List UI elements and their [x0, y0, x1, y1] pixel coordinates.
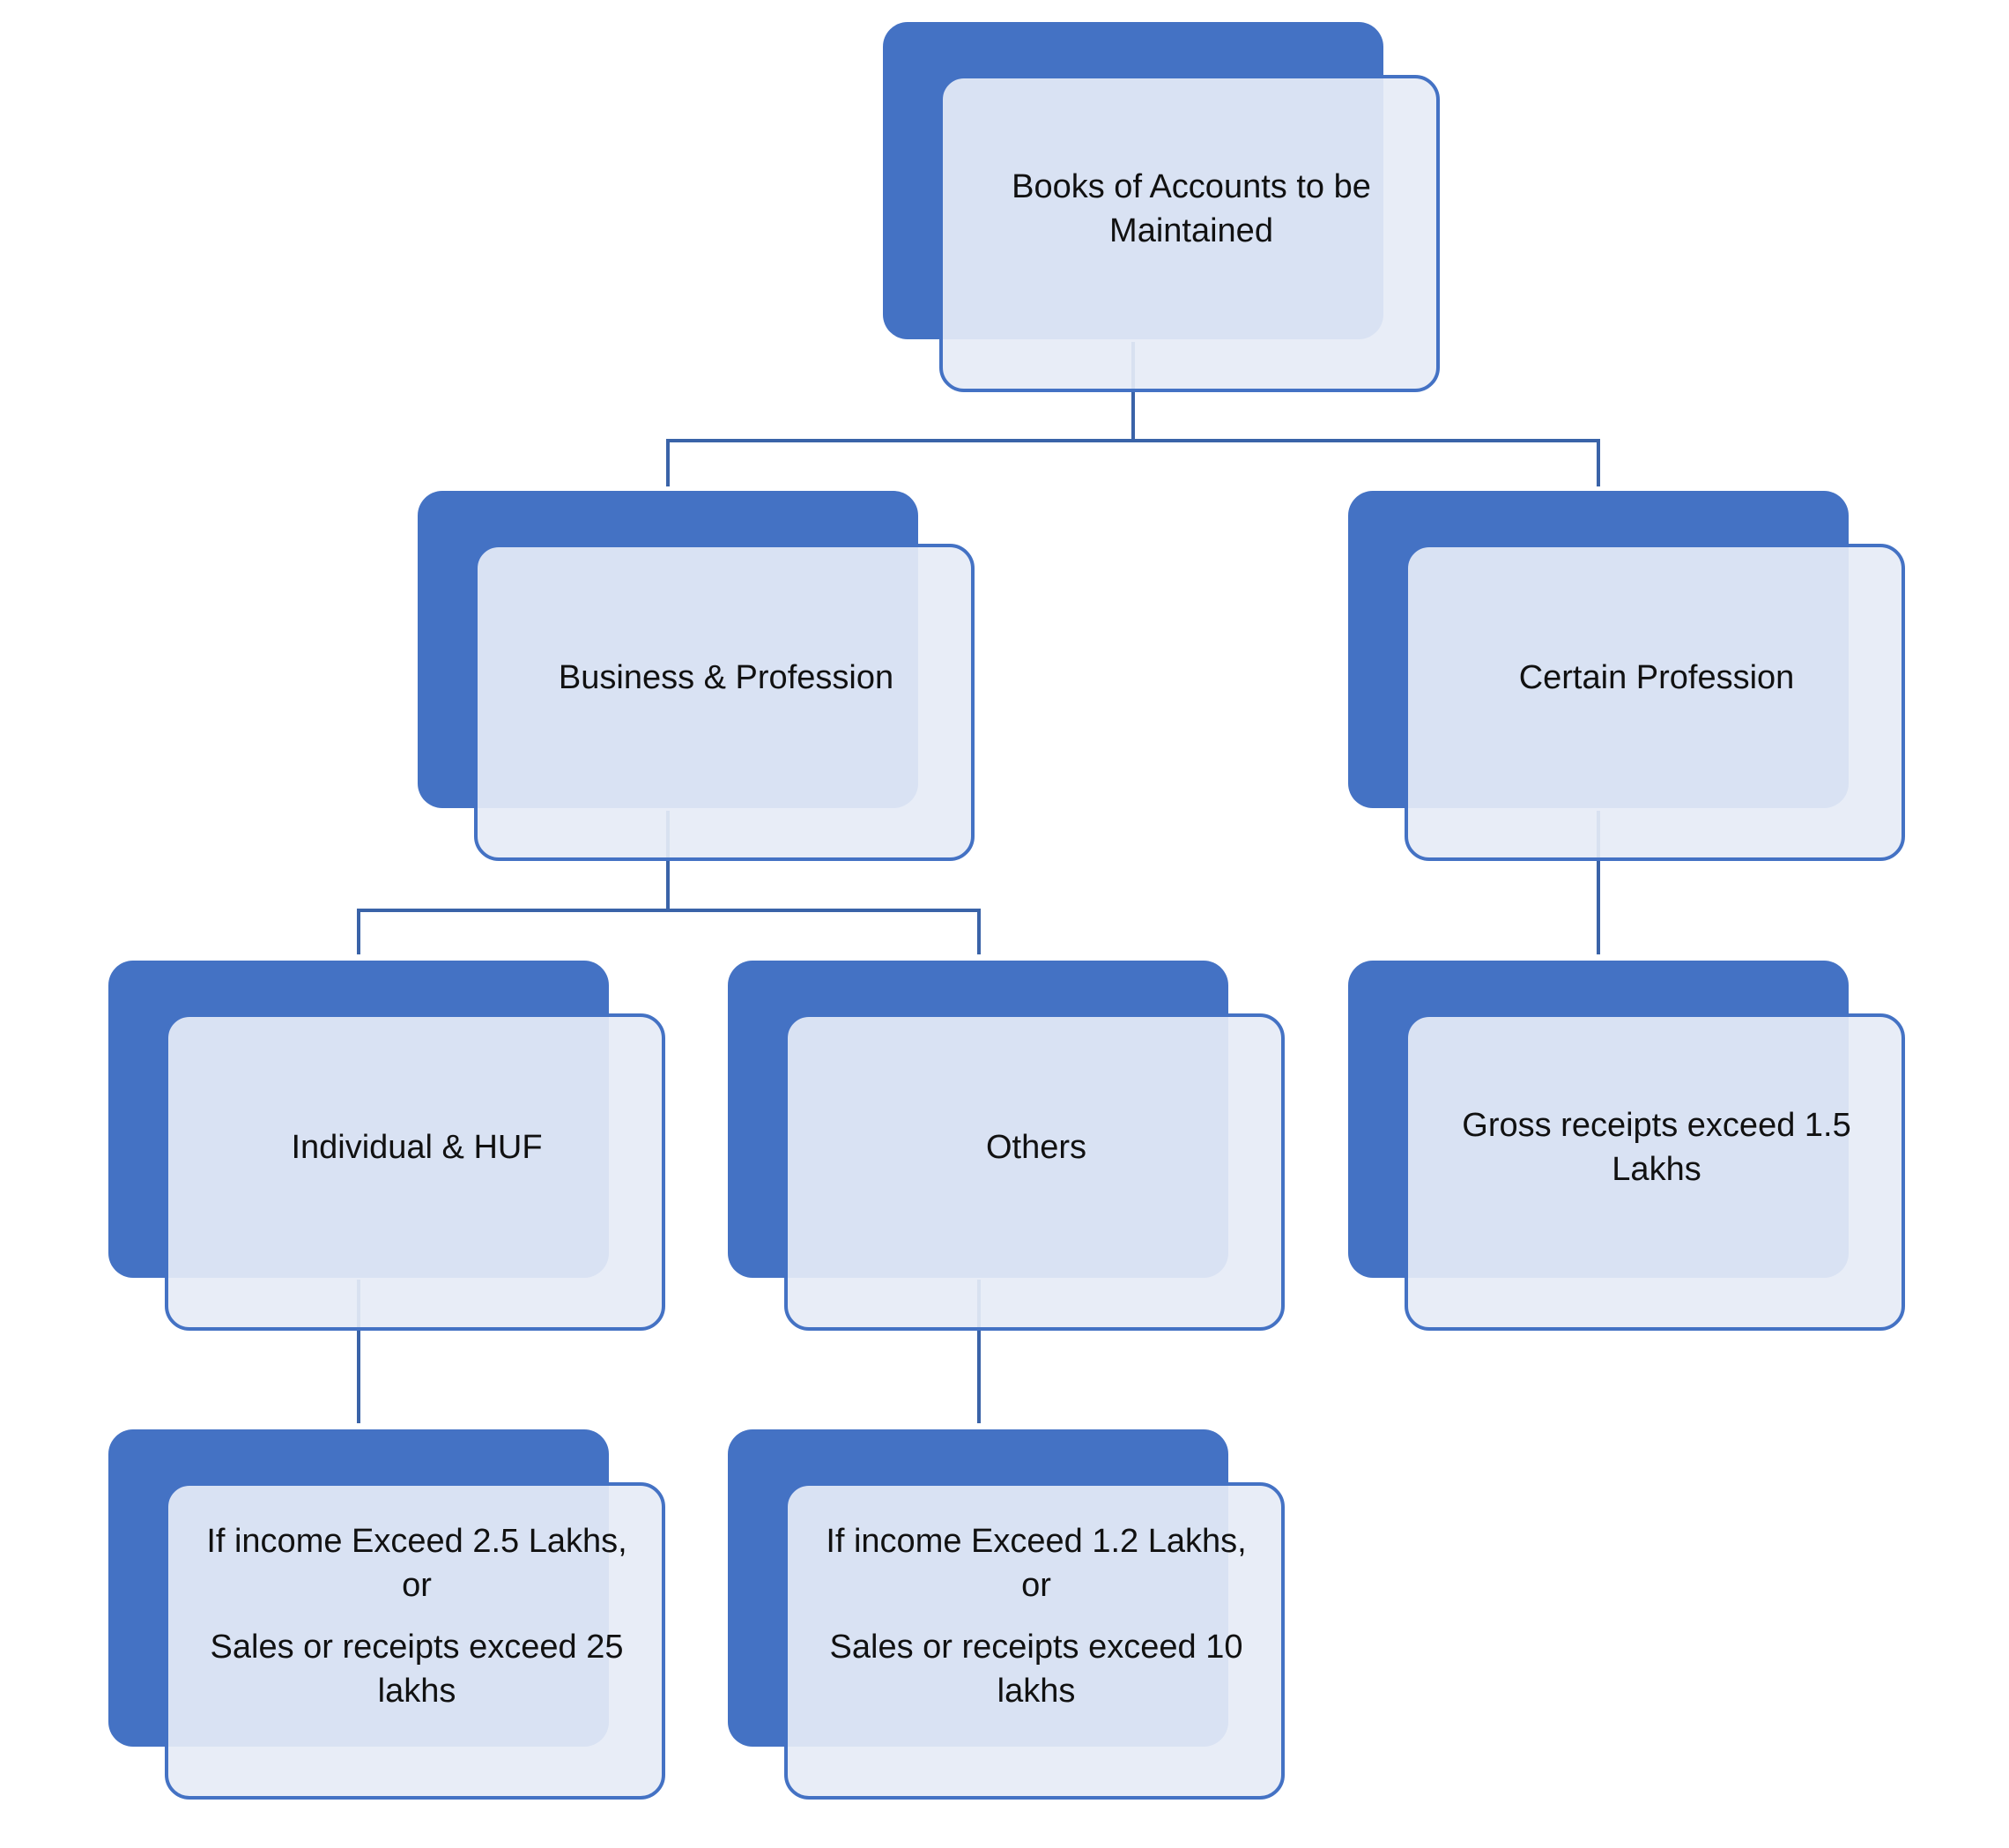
- node-label: Books of Accounts to be Maintained: [1012, 168, 1371, 249]
- node-lines: If income Exceed 2.5 Lakhs, or Sales or …: [186, 1519, 648, 1713]
- node-front-shape: [939, 75, 1440, 392]
- condition-or-line: or: [402, 1567, 432, 1604]
- node-lines: If income Exceed 1.2 Lakhs, or Sales or …: [805, 1519, 1267, 1713]
- node-label: Gross receipts exceed 1.5 Lakhs: [1462, 1107, 1851, 1188]
- condition-or-line: or: [1021, 1567, 1051, 1604]
- node-others: Others: [728, 961, 1292, 1334]
- condition-sales-line: Sales or receipts exceed 10 lakhs: [829, 1629, 1243, 1710]
- node-text: Individual & HUF: [108, 961, 672, 1334]
- node-text: Gross receipts exceed 1.5 Lakhs: [1348, 961, 1912, 1334]
- node-text: Others: [728, 961, 1292, 1334]
- node-books-of-accounts: Books of Accounts to be Maintained: [883, 22, 1447, 396]
- node-business-profession: Business & Profession: [418, 491, 982, 865]
- node-front-shape: [474, 544, 975, 861]
- node-label: Business & Profession: [558, 659, 894, 696]
- node-others-condition: If income Exceed 1.2 Lakhs, or Sales or …: [728, 1429, 1292, 1803]
- node-text: If income Exceed 2.5 Lakhs, or Sales or …: [108, 1429, 672, 1803]
- condition-income-line: If income Exceed 2.5 Lakhs,: [206, 1523, 627, 1560]
- line-gap: [186, 1607, 648, 1625]
- node-front-shape: [784, 1013, 1285, 1331]
- node-label: Individual & HUF: [291, 1129, 543, 1166]
- node-individual-huf: Individual & HUF: [108, 961, 672, 1334]
- node-front-shape: [1405, 1013, 1905, 1331]
- node-gross-receipts: Gross receipts exceed 1.5 Lakhs: [1348, 961, 1912, 1334]
- node-individual-condition: If income Exceed 2.5 Lakhs, or Sales or …: [108, 1429, 672, 1803]
- node-front-shape: [165, 1013, 665, 1331]
- condition-income-line: If income Exceed 1.2 Lakhs,: [826, 1523, 1247, 1560]
- node-text: Certain Profession: [1348, 491, 1912, 865]
- node-text: If income Exceed 1.2 Lakhs, or Sales or …: [728, 1429, 1292, 1803]
- node-front-shape: [1405, 544, 1905, 861]
- node-label: Certain Profession: [1518, 659, 1795, 696]
- node-front-shape: [165, 1482, 665, 1800]
- node-text: Books of Accounts to be Maintained: [883, 22, 1447, 396]
- node-front-shape: [784, 1482, 1285, 1800]
- condition-sales-line: Sales or receipts exceed 25 lakhs: [210, 1629, 624, 1710]
- node-text: Business & Profession: [418, 491, 982, 865]
- node-label: Others: [985, 1129, 1087, 1166]
- line-gap: [805, 1607, 1267, 1625]
- node-certain-profession: Certain Profession: [1348, 491, 1912, 865]
